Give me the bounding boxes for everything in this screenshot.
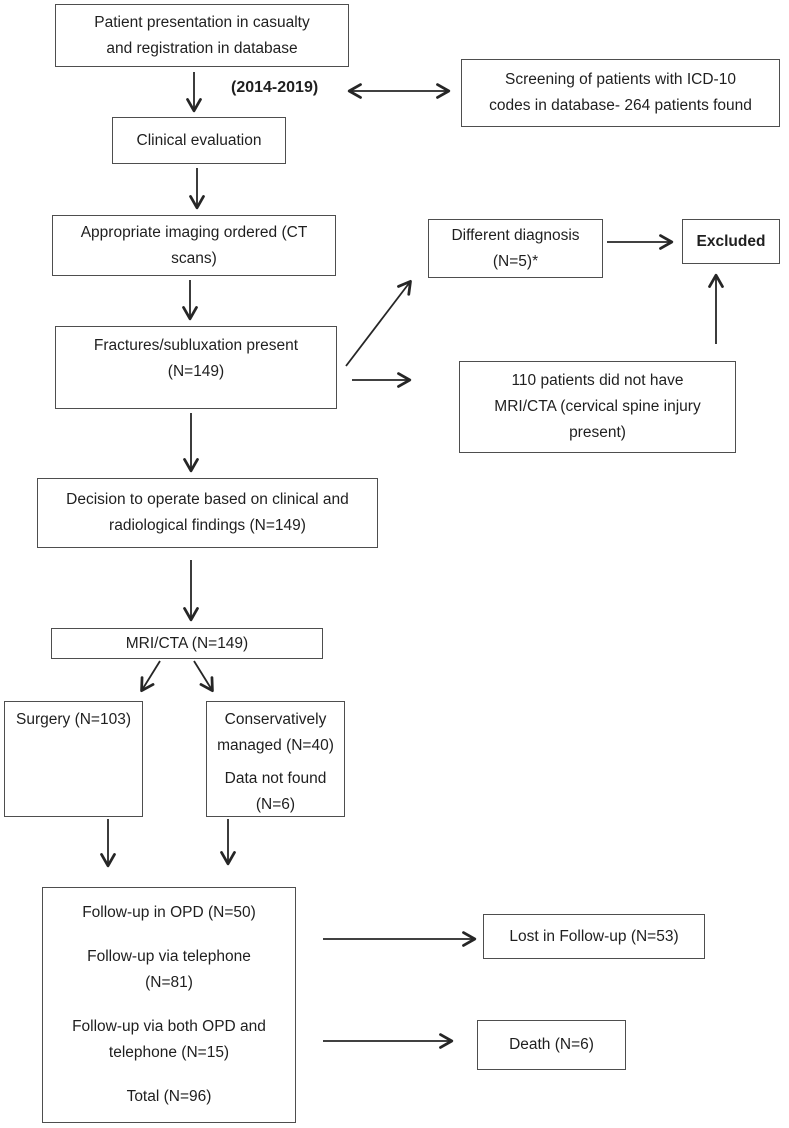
node-patient-presentation: Patient presentation in casualty and reg… xyxy=(55,4,349,67)
node-screening: Screening of patients with ICD-10 codes … xyxy=(461,59,780,127)
node-excluded: Excluded xyxy=(682,219,780,264)
node-text-line: (N=149) xyxy=(167,363,225,380)
node-text-line: radiological findings (N=149) xyxy=(109,517,306,534)
node-followup: Follow-up in OPD (N=50) Follow-up via te… xyxy=(42,887,296,1123)
node-mri-cta: MRI/CTA (N=149) xyxy=(51,628,323,659)
node-text-line: Follow-up via telephone xyxy=(87,948,251,965)
node-text-line: MRI/CTA (cervical spine injury xyxy=(494,398,701,415)
node-text-line: Excluded xyxy=(696,232,766,250)
node-clinical-evaluation: Clinical evaluation xyxy=(112,117,286,164)
node-text-line: Death (N=6) xyxy=(509,1036,594,1053)
node-text-line: Total (N=96) xyxy=(126,1088,212,1105)
node-text-line: Appropriate imaging ordered (CT xyxy=(80,223,308,241)
node-text-line: Lost in Follow-up (N=53) xyxy=(509,927,679,945)
node-decision: Decision to operate based on clinical an… xyxy=(37,478,378,548)
node-conservative: Conservatively managed (N=40) Data not f… xyxy=(206,701,345,817)
node-text-line: Patient presentation in casualty xyxy=(94,13,310,31)
node-text-line: Screening of patients with ICD-10 xyxy=(505,71,736,88)
node-text-line: Surgery (N=103) xyxy=(15,711,131,728)
node-text-line: Follow-up in OPD (N=50) xyxy=(82,904,256,921)
node-text-line: codes in database- 264 patients found xyxy=(489,97,752,114)
node-lost-followup: Lost in Follow-up (N=53) xyxy=(483,914,705,959)
node-text-line: and registration in database xyxy=(106,39,298,57)
node-death: Death (N=6) xyxy=(477,1020,626,1070)
node-imaging: Appropriate imaging ordered (CT scans) xyxy=(52,215,336,276)
node-no-mri-cta: 110 patients did not have MRI/CTA (cervi… xyxy=(459,361,736,453)
node-text-line: 110 patients did not have xyxy=(511,372,684,389)
node-text-line: (N=5)* xyxy=(492,252,539,270)
arrow-fractures-to-different-diagnosis xyxy=(345,279,412,367)
node-text-line: (N=81) xyxy=(145,974,193,991)
node-text-line: telephone (N=15) xyxy=(108,1044,230,1061)
arrow-mri-to-surgery xyxy=(140,660,161,693)
node-text-line: managed (N=40) xyxy=(217,737,334,754)
node-surgery: Surgery (N=103) xyxy=(4,701,143,817)
node-text-line: MRI/CTA (N=149) xyxy=(125,634,249,652)
node-fractures: Fractures/subluxation present (N=149) xyxy=(55,326,337,409)
node-text-line: Different diagnosis xyxy=(451,226,580,244)
node-text-line: scans) xyxy=(171,249,217,267)
node-text-line: Conservatively xyxy=(224,711,327,728)
node-different-diagnosis: Different diagnosis (N=5)* xyxy=(428,219,603,278)
node-text-line: Follow-up via both OPD and xyxy=(72,1018,266,1035)
arrow-mri-to-conservative xyxy=(193,660,214,693)
period-label: (2014-2019) xyxy=(231,79,319,96)
node-text-line: present) xyxy=(569,424,626,441)
node-text-line: Data not found xyxy=(224,770,327,787)
node-text-line: Fractures/subluxation present xyxy=(93,337,299,354)
node-text-line: Decision to operate based on clinical an… xyxy=(66,491,349,508)
node-text-line: (N=6) xyxy=(255,796,296,813)
node-text-line: Clinical evaluation xyxy=(136,131,262,149)
